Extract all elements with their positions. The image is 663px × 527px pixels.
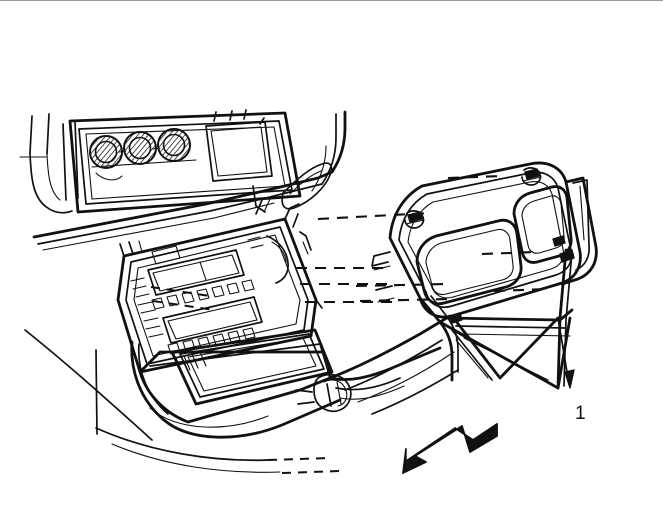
removal-direction-arrow (402, 423, 498, 474)
control-knob-3[interactable] (157, 128, 191, 162)
trim-plate-opening-right (512, 185, 573, 264)
radio-button-row[interactable] (151, 279, 255, 310)
tray-latch-knob[interactable] (295, 373, 352, 413)
console-right-surface (328, 314, 459, 415)
lower-dash-sweep-lines (24, 329, 341, 474)
hvac-display-window (162, 296, 263, 344)
trim-plate-opening-left (415, 218, 523, 306)
control-knob-1[interactable] (89, 135, 123, 169)
dash-top-sweep (32, 110, 347, 251)
alignment-dashed-lines (150, 174, 549, 311)
control-knob-2[interactable] (123, 131, 157, 165)
figure-top-border (0, 0, 663, 1)
callout-1-leader (557, 317, 575, 389)
callout-number-1: 1 (575, 403, 586, 424)
lower-storage-tray (130, 328, 442, 439)
trim-plate-clip-upper (521, 167, 542, 186)
artwork-group (19, 109, 598, 474)
center-stack-housing (116, 198, 323, 374)
center-trim-plate-part-1[interactable] (371, 161, 598, 390)
trim-plate-clip-lower (404, 210, 425, 229)
radio-display-window (147, 249, 245, 296)
instrument-cluster-hood (19, 109, 302, 214)
